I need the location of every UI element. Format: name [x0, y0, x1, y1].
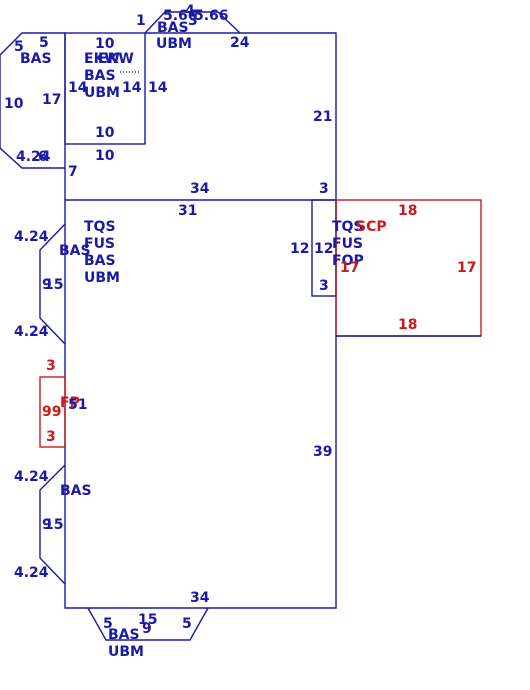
label-right-tqs: TQS — [332, 219, 364, 235]
outlines — [0, 11, 482, 641]
bay-window-2-outline — [39, 464, 66, 585]
label-main-31: 31 — [178, 203, 197, 219]
label-main-tqs: TQS — [84, 219, 116, 235]
label-inner-ekw-overlap: EKW — [98, 51, 134, 67]
label-red-scp: SCP — [356, 219, 387, 235]
label-bay2-4-24-bottom: 4.24 — [14, 565, 49, 581]
label-red-17-right: 17 — [457, 260, 476, 276]
label-bay1-15: 15 — [44, 277, 63, 293]
label-bay1-9: 9 — [42, 277, 52, 293]
label-bay2-15: 15 — [44, 517, 63, 533]
label-main-34-bottom: 34 — [190, 590, 210, 606]
label-left-top-10: 10 — [4, 96, 24, 112]
label-left-top-7: 7 — [68, 164, 78, 180]
label-inner-14-right: 14 — [148, 80, 168, 96]
label-top-bump-bas: BAS — [157, 20, 189, 36]
label-main-21: 21 — [313, 109, 332, 125]
label-inner-ubm: UBM — [84, 85, 120, 101]
porch-outline — [39, 376, 66, 448]
label-inner-10-bottom: 10 — [95, 125, 115, 141]
label-top-bump-ubm: UBM — [156, 36, 192, 52]
label-inner-bas: BAS — [84, 68, 116, 84]
label-top-24: 24 — [230, 35, 250, 51]
label-main-ubm: UBM — [84, 270, 120, 286]
dimension-labels: 1 5.66 4 3 5.66 BAS UBM 24 5 5 BAS 10 17… — [4, 3, 476, 660]
label-left-top-6: 6 — [38, 149, 48, 165]
label-left-top-4-24: 4.24 — [16, 149, 51, 165]
label-red-18-top: 18 — [398, 203, 417, 219]
label-main-fus: FUS — [84, 236, 115, 252]
inner-room-outline — [64, 32, 146, 145]
label-fp: FP — [60, 395, 80, 411]
label-top-bump-5-66: 5.66 — [163, 8, 198, 24]
bottom-bump-outline — [87, 607, 209, 641]
label-right-12-inner: 12 — [314, 241, 333, 257]
label-top-bump-1: 1 — [136, 13, 146, 29]
label-top-bump-6-66: 5.66 — [194, 8, 229, 24]
label-right-fus: FUS — [332, 236, 363, 252]
label-bot-15: 15 — [138, 612, 157, 628]
label-right-fop: FOP — [332, 253, 364, 269]
label-red-17-left: 17 — [340, 260, 359, 276]
label-bot-bas: BAS — [108, 627, 140, 643]
label-main-bas: BAS — [84, 253, 116, 269]
label-top-bump-4: 4 — [185, 3, 195, 19]
label-right-3: 3 — [319, 278, 329, 294]
label-inner-14-mid: 14 — [122, 80, 142, 96]
label-inner-10-top: 10 — [95, 36, 115, 52]
label-top-bump-3: 3 — [188, 13, 198, 29]
label-bay1-4-24-bottom: 4.24 — [14, 324, 49, 340]
label-main-39: 39 — [313, 444, 332, 460]
label-inner-ekw: EKW — [84, 51, 120, 67]
top-bump-outline — [144, 11, 241, 34]
label-inner-14-left: 14 — [68, 80, 88, 96]
label-bay2-4-24-top: 4.24 — [14, 469, 49, 485]
label-right-12-outer: 12 — [290, 241, 309, 257]
label-left-top-5a: 5 — [14, 39, 24, 55]
label-bay2-bas: BAS — [60, 483, 92, 499]
label-fp-3-top: 3 — [46, 358, 56, 374]
label-left-top-17: 17 — [42, 92, 61, 108]
main-outline — [64, 32, 337, 609]
label-red-18-bottom: 18 — [398, 317, 417, 333]
label-fp-51: 51 — [68, 397, 87, 413]
label-bot-5-left: 5 — [103, 616, 113, 632]
label-main-3-top: 3 — [319, 181, 329, 197]
label-fp-99: 99 — [42, 404, 61, 420]
label-bot-9: 9 — [142, 621, 152, 637]
label-bay1-4-24-top: 4.24 — [14, 229, 49, 245]
label-inner-10-below: 10 — [95, 148, 115, 164]
label-left-top-bas: BAS — [20, 51, 52, 67]
label-bot-5-right: 5 — [182, 616, 192, 632]
label-bay2-9: 9 — [42, 517, 52, 533]
label-fp-3-bottom: 3 — [46, 429, 56, 445]
label-bot-ubm: UBM — [108, 644, 144, 660]
label-main-34-top: 34 — [190, 181, 210, 197]
label-left-top-5b: 5 — [39, 35, 49, 51]
bay-window-1-outline — [39, 223, 66, 345]
label-bay1-bas: BAS — [59, 243, 91, 259]
